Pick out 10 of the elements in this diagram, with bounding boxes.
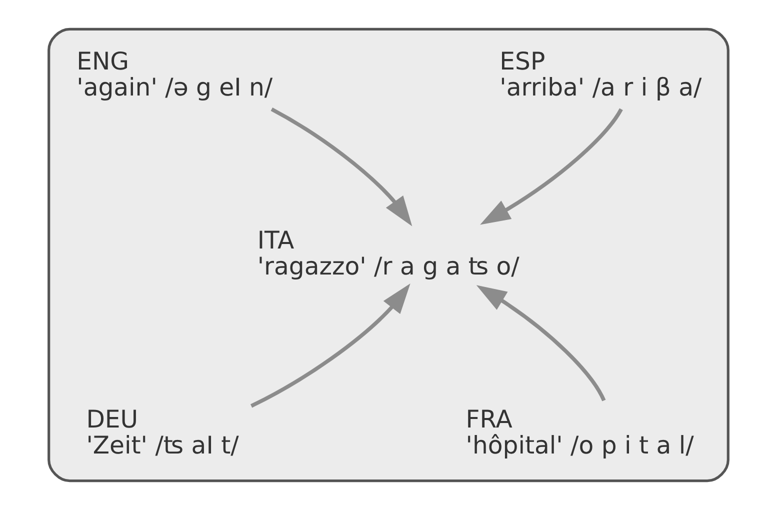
arrow xyxy=(476,285,606,402)
node-text: ITA 'ragazzo' /r a g a ʦ o/ xyxy=(257,225,520,280)
node-text: DEU 'Zeit' /ʦ aI t/ xyxy=(86,404,239,460)
node-text: ESP 'arriba' /a r i β a/ xyxy=(500,46,702,102)
arrow xyxy=(270,108,412,226)
arrow xyxy=(480,108,623,225)
node-text: ENG 'again' /ə g eI n/ xyxy=(76,46,273,102)
arrow xyxy=(250,284,410,408)
cluster xyxy=(48,28,730,482)
node-text: FRA 'hôpital' /o p i t a l/ xyxy=(466,404,694,460)
